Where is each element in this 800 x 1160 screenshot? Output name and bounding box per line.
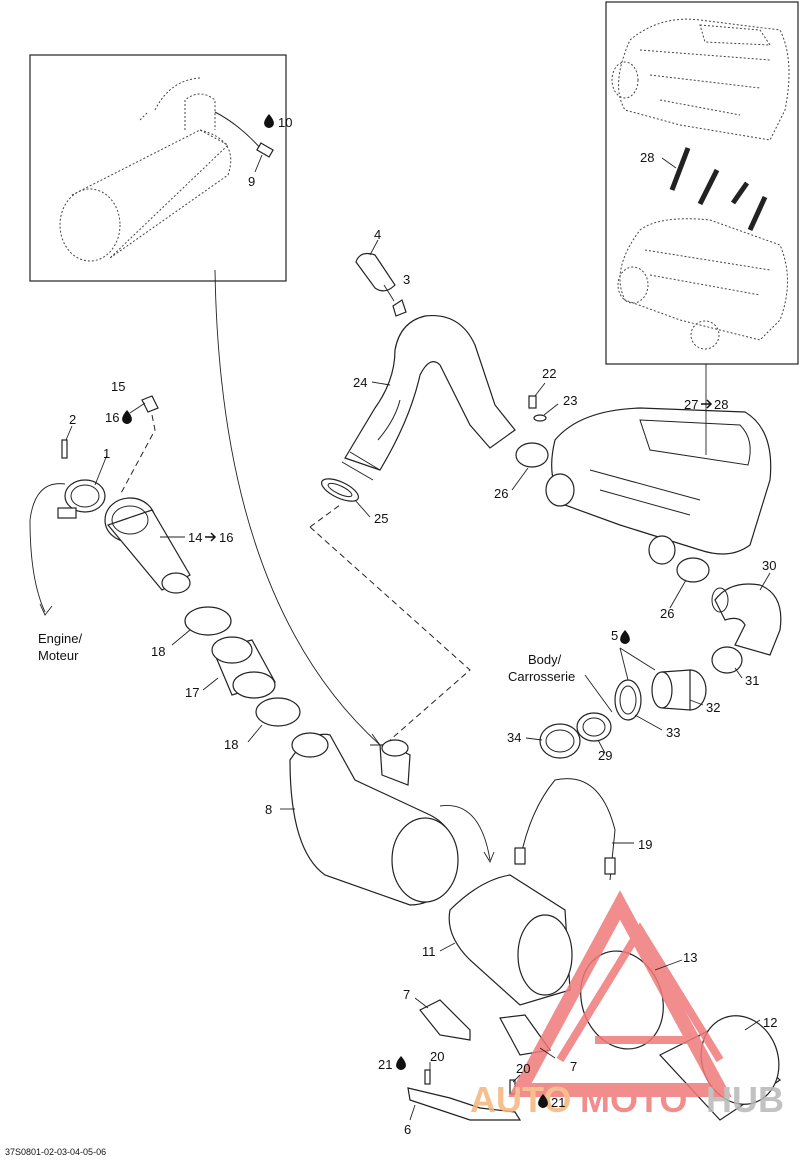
caption-engine-line2: Moteur [38,648,79,663]
adapter-32 [651,669,707,711]
callout-10: 10 [278,115,292,130]
clamp-31 [711,646,743,674]
elbow-30 [714,583,782,656]
sensor-15 [141,395,159,413]
callout-33: 33 [666,725,680,740]
callout-29: 29 [598,748,612,763]
callout-23: 23 [563,393,577,408]
gasket-25 [320,478,360,502]
callout-13: 13 [683,950,697,965]
callout-27-range-end: 28 [714,397,728,412]
inset-air-silencer-detail [605,1,799,395]
callout-32: 32 [706,700,720,715]
caption-body-line2: Carrosserie [508,669,575,684]
bracket-7a [419,999,471,1041]
callout-2: 2 [69,412,76,427]
callout-24: 24 [353,375,367,390]
filter-strips [669,147,768,232]
lubricant-drop-icon [264,114,274,128]
callout-7a: 7 [403,987,410,1002]
lubricant-drop-icon [122,410,132,424]
callout-27: 27 [684,397,698,412]
callout-20a: 20 [430,1049,444,1064]
screw-3 [392,299,407,317]
callout-10-group: 10 [264,114,292,130]
callout-15: 15 [111,379,125,394]
washer-23 [533,414,547,422]
callout-1: 1 [103,446,110,461]
ring-29 [576,712,612,742]
watermark-text-moto: MOTO [580,1079,687,1120]
clip-4 [355,252,396,292]
right-arrow-icon [701,399,713,409]
callout-25: 25 [374,511,388,526]
heat-shield-11 [448,874,573,1006]
muffler-8 [289,732,459,906]
callout-12: 12 [763,1015,777,1030]
callout-30: 30 [762,558,776,573]
screw-22 [528,395,537,409]
callout-14-group: 14 16 [188,530,233,545]
grommet-34 [539,723,581,759]
callout-26a: 26 [494,486,508,501]
clamp-18a [184,606,232,636]
lubricant-drop-icon [538,1094,548,1108]
callout-34: 34 [507,730,521,745]
lubricant-drop-icon [396,1056,406,1070]
lubricant-drop-icon [620,630,630,644]
caption-engine-line1: Engine/ [38,631,82,646]
clamp-26a [515,442,549,468]
caption-body: Body/ Carrosserie [508,652,575,684]
watermark-text-hub: HUB [706,1079,784,1120]
callout-18b: 18 [224,737,238,752]
manifold-pipe-14 [104,497,191,594]
callout-11: 11 [422,944,436,959]
callout-26b: 26 [660,606,674,621]
callout-16: 16 [105,410,119,425]
callout-4: 4 [374,227,381,242]
callout-18a: 18 [151,644,165,659]
caption-engine: Engine/ Moteur [38,631,82,663]
inset-muffler-detail [29,54,287,282]
strap-19 [519,778,616,881]
right-arrow-icon [205,532,217,542]
callout-5: 5 [611,628,618,643]
callout-5-group: 5 [611,628,630,644]
watermark-logo: AUTO MOTO HUB [470,890,784,1120]
pin-2 [61,439,68,459]
callout-14-range-end: 16 [219,530,233,545]
callout-16-group: 16 [105,410,132,425]
callout-7b: 7 [570,1059,577,1074]
callout-6: 6 [404,1122,411,1137]
sleeve-17 [211,636,276,699]
leader-lines [65,157,771,1121]
callout-21b-group: 21 [538,1094,565,1110]
callout-8: 8 [265,802,272,817]
callout-27-group: 27 28 [684,397,728,412]
air-silencer-27 [545,407,772,565]
hose-24 [344,314,516,471]
clamp-18b [255,697,301,727]
callouts: 1 2 3 4 5 6 7 7 8 9 10 11 12 13 14 16 15… [69,114,777,1137]
drawing-code: 37S0801-02-03-04-05-06 [5,1147,106,1157]
clamp-26b [676,557,710,583]
callout-21b: 21 [551,1095,565,1110]
callout-19: 19 [638,837,652,852]
callout-31: 31 [745,673,759,688]
callout-28: 28 [640,150,654,165]
watermark-text-auto: AUTO [470,1079,571,1120]
callout-21a: 21 [378,1057,392,1072]
callout-20b: 20 [516,1061,530,1076]
callout-3: 3 [403,272,410,287]
callout-21a-group: 21 [378,1056,406,1072]
callout-9: 9 [248,174,255,189]
caption-body-line1: Body/ [528,652,562,667]
bracket-6 [407,1087,522,1121]
callout-14: 14 [188,530,202,545]
callout-22: 22 [542,366,556,381]
callout-17: 17 [185,685,199,700]
